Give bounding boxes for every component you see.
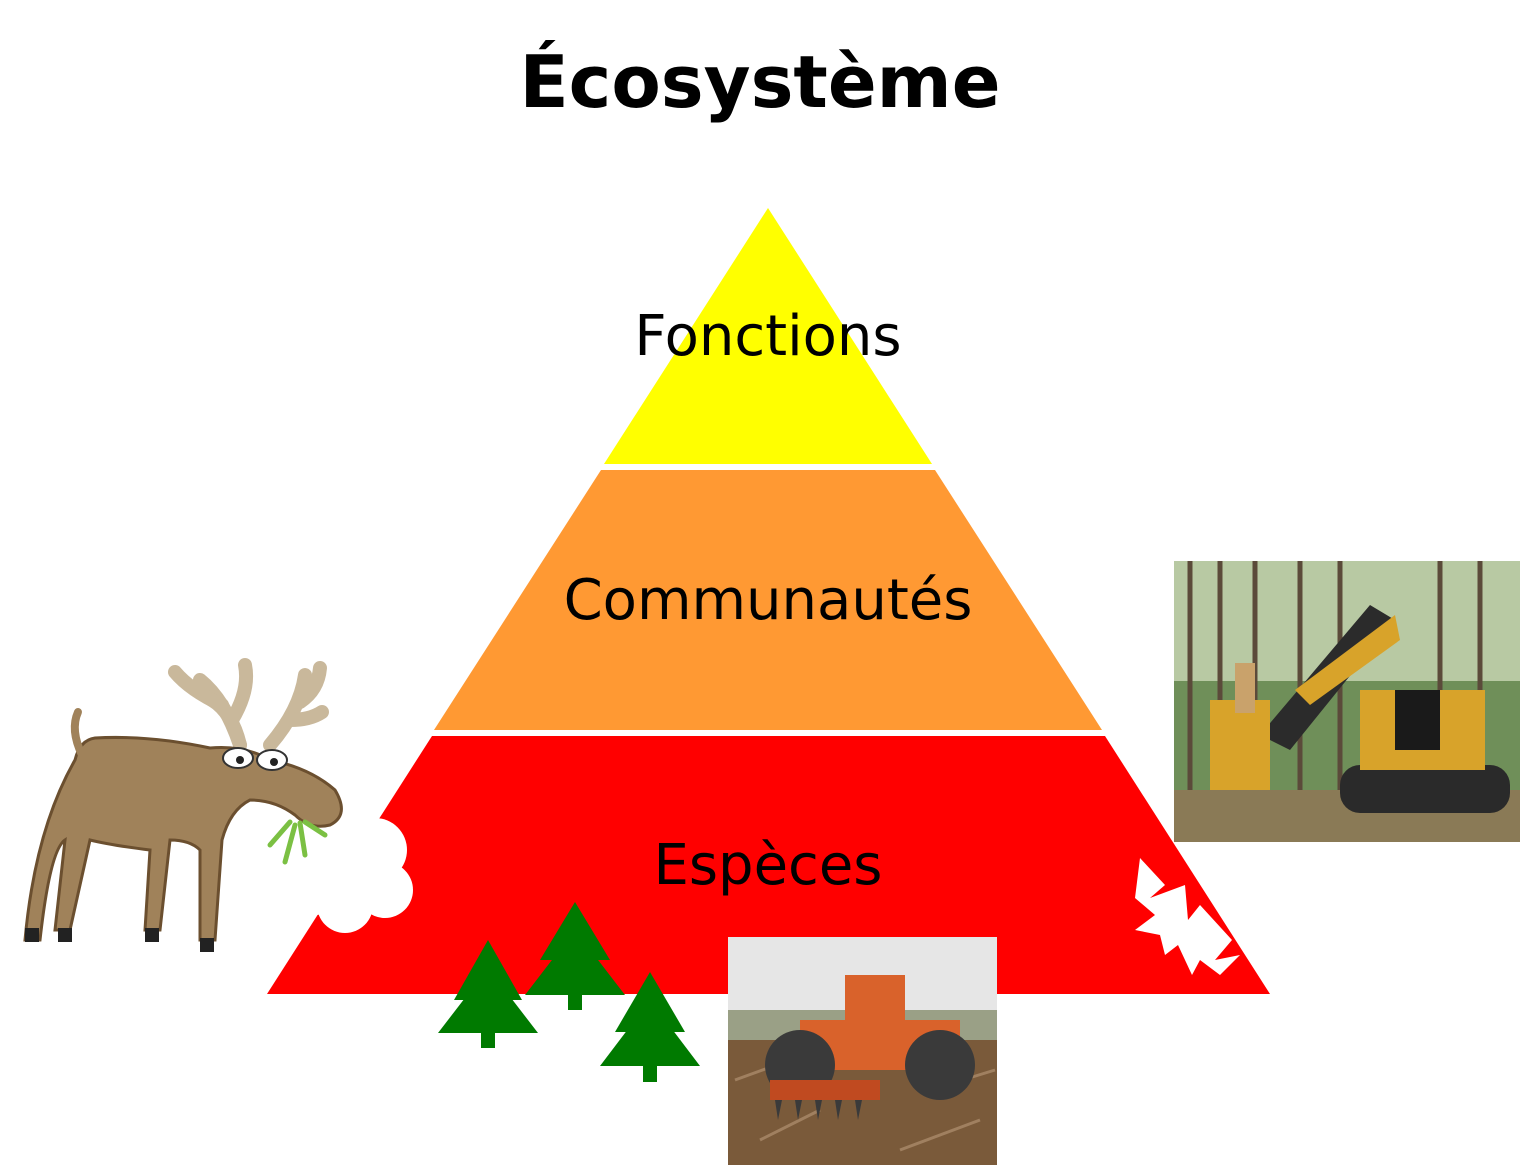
level-especes-shape	[267, 736, 1270, 994]
conifer-tree-icon	[525, 902, 625, 1010]
forestry-harvester-photo	[1174, 561, 1520, 842]
level-label-communautes: Communautés	[564, 568, 973, 633]
conifer-tree-icon	[600, 972, 700, 1082]
level-label-especes: Espèces	[654, 833, 883, 898]
break-mark-icon	[1135, 858, 1240, 975]
level-fonctions-shape	[604, 208, 932, 464]
page-title: Écosystème	[519, 40, 1001, 124]
moose-eating-icon	[23, 658, 343, 952]
bite-mark-icon	[290, 815, 413, 933]
level-communautes-shape	[434, 470, 1102, 730]
conifer-tree-icon	[438, 940, 538, 1048]
pyramid: Fonctions Communautés Espèces	[267, 208, 1270, 994]
trees-group	[438, 902, 700, 1082]
level-label-fonctions: Fonctions	[634, 304, 901, 369]
skidder-clearcut-photo	[728, 937, 997, 1165]
